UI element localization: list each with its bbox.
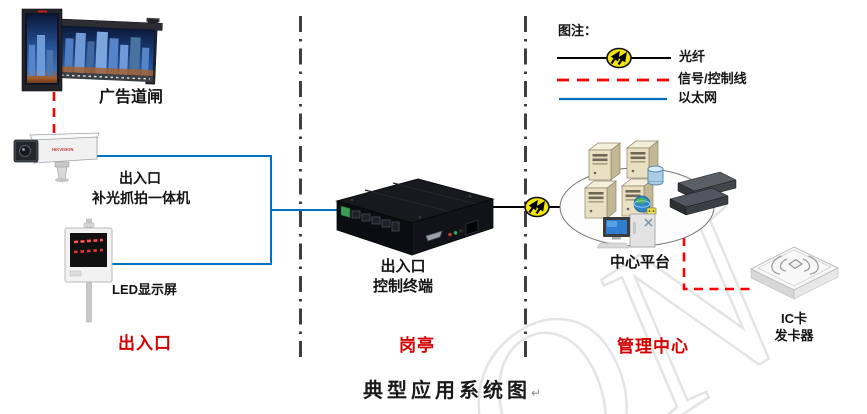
ethernet-lines (96, 155, 338, 265)
paragraph-mark: ↵ (530, 386, 542, 400)
fiber-bolt-icon (525, 198, 549, 217)
legend-item-ethernet: 以太网 (678, 90, 718, 105)
ic-card-label-line1: IC卡 (780, 311, 808, 326)
legend-fiber-bolt-icon (607, 49, 631, 68)
camera-brand-text: HIKVISION (52, 147, 73, 152)
camera-label-line1: 出入口 (119, 170, 161, 186)
section-dividers (299, 16, 527, 357)
diagram-title-text: 典型应用系统图 (362, 380, 531, 402)
camera-label-line2: 补光抓拍一体机 (92, 190, 190, 206)
ic-card-issuer-graphic (749, 246, 840, 300)
terminal-label-line1: 出入口 (380, 258, 426, 275)
ad-barrier-graphic (21, 8, 163, 92)
center-platform-graphic (559, 140, 737, 249)
desktop-pc (596, 213, 656, 249)
terminal-label-line2: 控制终端 (372, 278, 434, 295)
globe-icon (633, 195, 657, 215)
section-label-booth: 岗亭 (399, 336, 435, 355)
signal-lines (52, 92, 752, 291)
legend-title: 图注： (558, 23, 598, 38)
diagram-title: 典型应用系统图↵ (363, 380, 541, 403)
section-label-entrance: 出入口 (118, 334, 172, 353)
section-label-management: 管理中心 (617, 337, 689, 356)
control-terminal-graphic (335, 178, 495, 256)
center-platform-label: 中心平台 (609, 254, 671, 271)
storage-devices (669, 171, 737, 216)
legend-item-fiber: 光纤 (679, 49, 706, 64)
capture-camera-graphic: HIKVISION (13, 132, 100, 183)
led-screen-label: LED显示屏 (112, 282, 178, 297)
led-display-graphic (64, 218, 113, 323)
database-cylinder (647, 165, 664, 186)
legend-samples (557, 49, 671, 101)
ic-card-label-line2: 发卡器 (774, 328, 814, 343)
ad-barrier-label: 广告道闸 (98, 89, 164, 106)
legend-item-signal: 信号/控制线 (678, 71, 747, 86)
